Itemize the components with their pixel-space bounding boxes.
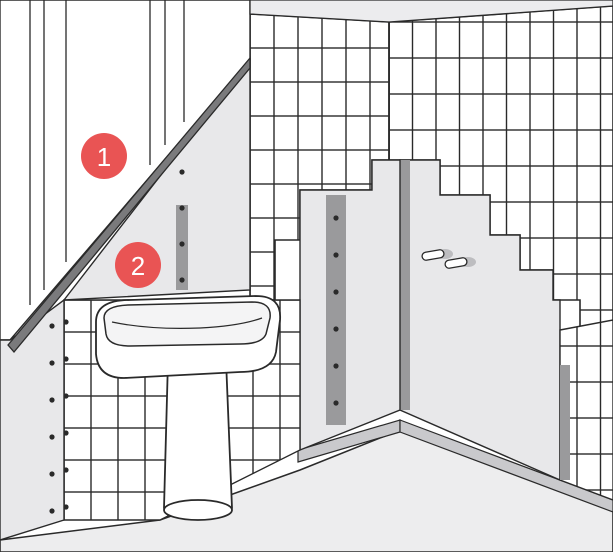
panel-joint-strip (326, 195, 346, 425)
panel-joint-strip (400, 160, 410, 410)
right-lower-tiles (560, 320, 613, 500)
left-wall-panel (300, 160, 400, 450)
marker-2-label: 2 (131, 251, 145, 281)
marker-1-badge: 1 (81, 133, 127, 179)
sink-pedestal (164, 360, 232, 518)
marker-1-label: 1 (97, 142, 111, 172)
marker-2-badge: 2 (115, 242, 161, 288)
